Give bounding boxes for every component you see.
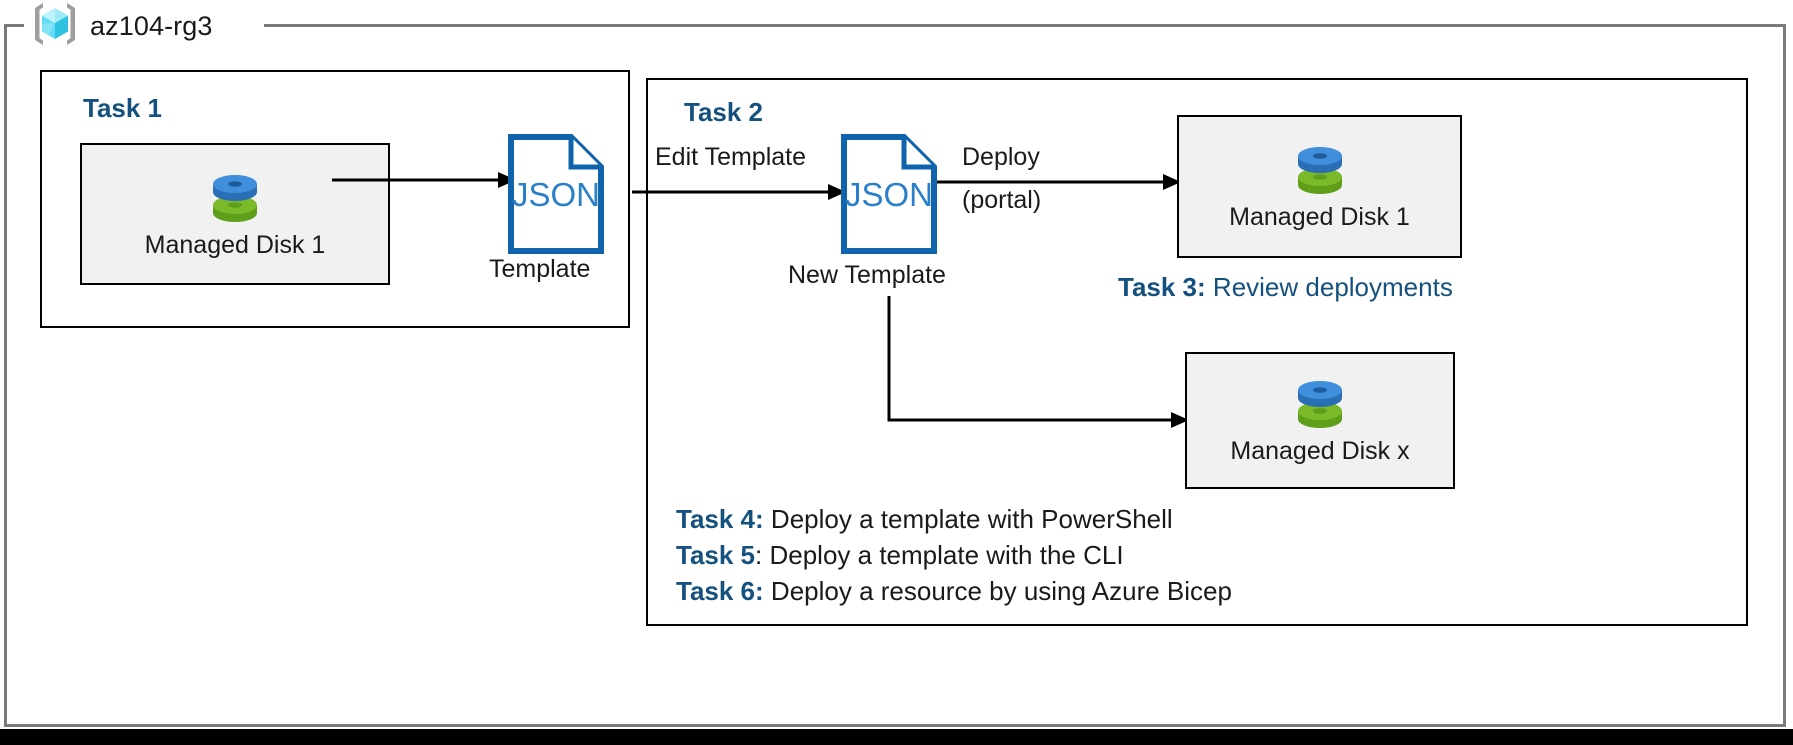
task-6-separator: :	[755, 576, 764, 606]
task-list: Task 4: Deploy a template with PowerShel…	[676, 502, 1232, 609]
task-5-description: Deploy a template with the CLI	[769, 540, 1124, 570]
task-4-separator: :	[755, 504, 764, 534]
task-1-managed-disk-box: Managed Disk 1	[80, 143, 390, 285]
task-5-separator: :	[755, 540, 763, 570]
task-4-key: Task 4	[676, 504, 756, 534]
managed-disk-icon	[208, 169, 262, 227]
task-5-key: Task 5	[676, 540, 756, 570]
svg-text:JSON: JSON	[512, 176, 600, 213]
arrow-new-template-to-disk1	[937, 174, 1181, 190]
task-2-managed-disk-x-box: Managed Disk x	[1185, 352, 1455, 489]
svg-text:JSON: JSON	[845, 176, 933, 213]
task-2-new-template-caption: New Template	[788, 261, 946, 289]
task-1-managed-disk-label: Managed Disk 1	[144, 230, 326, 259]
task-list-item-4: Task 4: Deploy a template with PowerShel…	[676, 502, 1232, 537]
task-list-item-6: Task 6: Deploy a resource by using Azure…	[676, 574, 1232, 609]
task-1-template-caption: Template	[489, 255, 591, 283]
deploy-label: Deploy	[962, 143, 1040, 171]
arrow-template-to-new-template	[632, 184, 846, 200]
task-list-item-5: Task 5: Deploy a template with the CLI	[676, 538, 1232, 573]
managed-disk-icon	[1293, 375, 1347, 433]
resource-group-name: az104-rg3	[90, 10, 213, 41]
task-2-heading: Task 2	[684, 97, 764, 127]
deploy-portal-label: (portal)	[962, 186, 1042, 214]
task-1-container	[40, 70, 630, 328]
task-2-managed-disk-1-label: Managed Disk 1	[1229, 203, 1410, 231]
arrow-disk-to-template	[332, 172, 516, 188]
json-template-icon: JSON	[508, 134, 604, 259]
task-1-heading: Task 1	[83, 93, 163, 123]
task-2-managed-disk-1-box: Managed Disk 1	[1177, 115, 1462, 258]
arrow-new-template-to-disk-x	[887, 296, 1189, 428]
bottom-black-bar	[0, 729, 1793, 745]
task-3-description: Review deployments	[1212, 272, 1453, 302]
task-2-container	[646, 78, 1748, 626]
azure-resource-group-cube-icon	[30, 0, 80, 54]
task-6-description: Deploy a resource by using Azure Bicep	[770, 576, 1232, 606]
resource-group-title: az104-rg3	[30, 2, 212, 50]
task-3-caption: Task 3: Review deployments	[1118, 272, 1453, 303]
task-4-description: Deploy a template with PowerShell	[770, 504, 1173, 534]
managed-disk-icon	[1293, 141, 1347, 199]
task-6-key: Task 6	[676, 576, 756, 606]
task-3-separator: :	[1197, 272, 1206, 302]
task-3-key: Task 3	[1118, 272, 1198, 302]
edit-template-label: Edit Template	[655, 143, 807, 171]
resource-group-frame	[4, 24, 1786, 727]
task-2-managed-disk-x-label: Managed Disk x	[1230, 437, 1410, 465]
json-new-template-icon: JSON	[841, 134, 937, 259]
